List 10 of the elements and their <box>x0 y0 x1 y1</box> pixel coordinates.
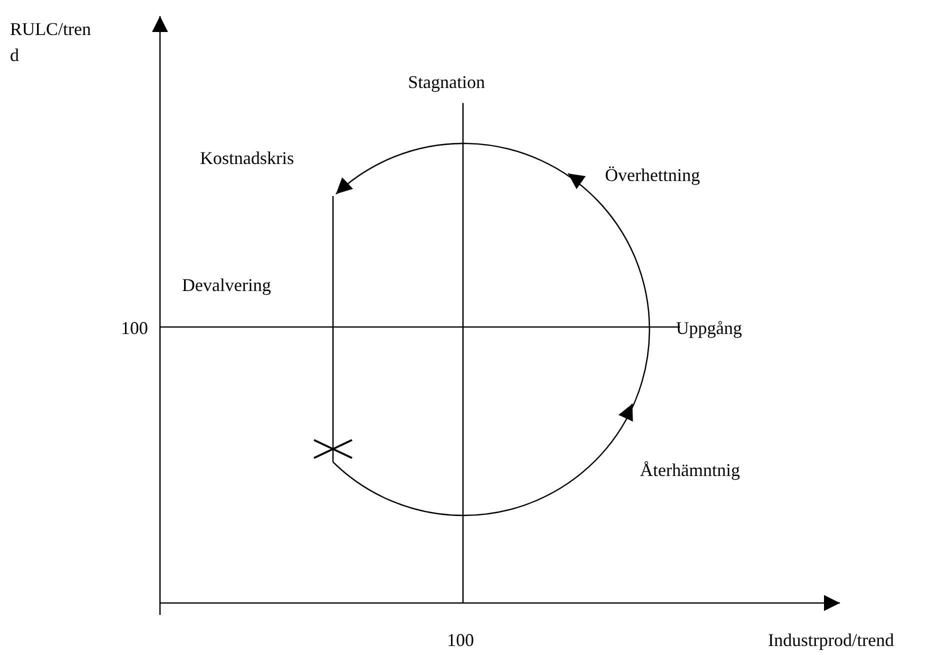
phase-label: Återhämntnig <box>640 459 740 482</box>
tick-label: 100 <box>447 629 474 652</box>
phase-label: Kostnadskris <box>200 147 294 170</box>
axis-label: Industrprod/trend <box>768 629 894 652</box>
tick-label: 100 <box>121 317 148 340</box>
phase-label: Överhettning <box>605 164 700 187</box>
phase-label: Stagnation <box>408 71 485 94</box>
phase-label: Devalvering <box>182 274 271 297</box>
phase-label: Uppgång <box>676 317 742 340</box>
axis-label: RULC/trend <box>10 18 92 67</box>
